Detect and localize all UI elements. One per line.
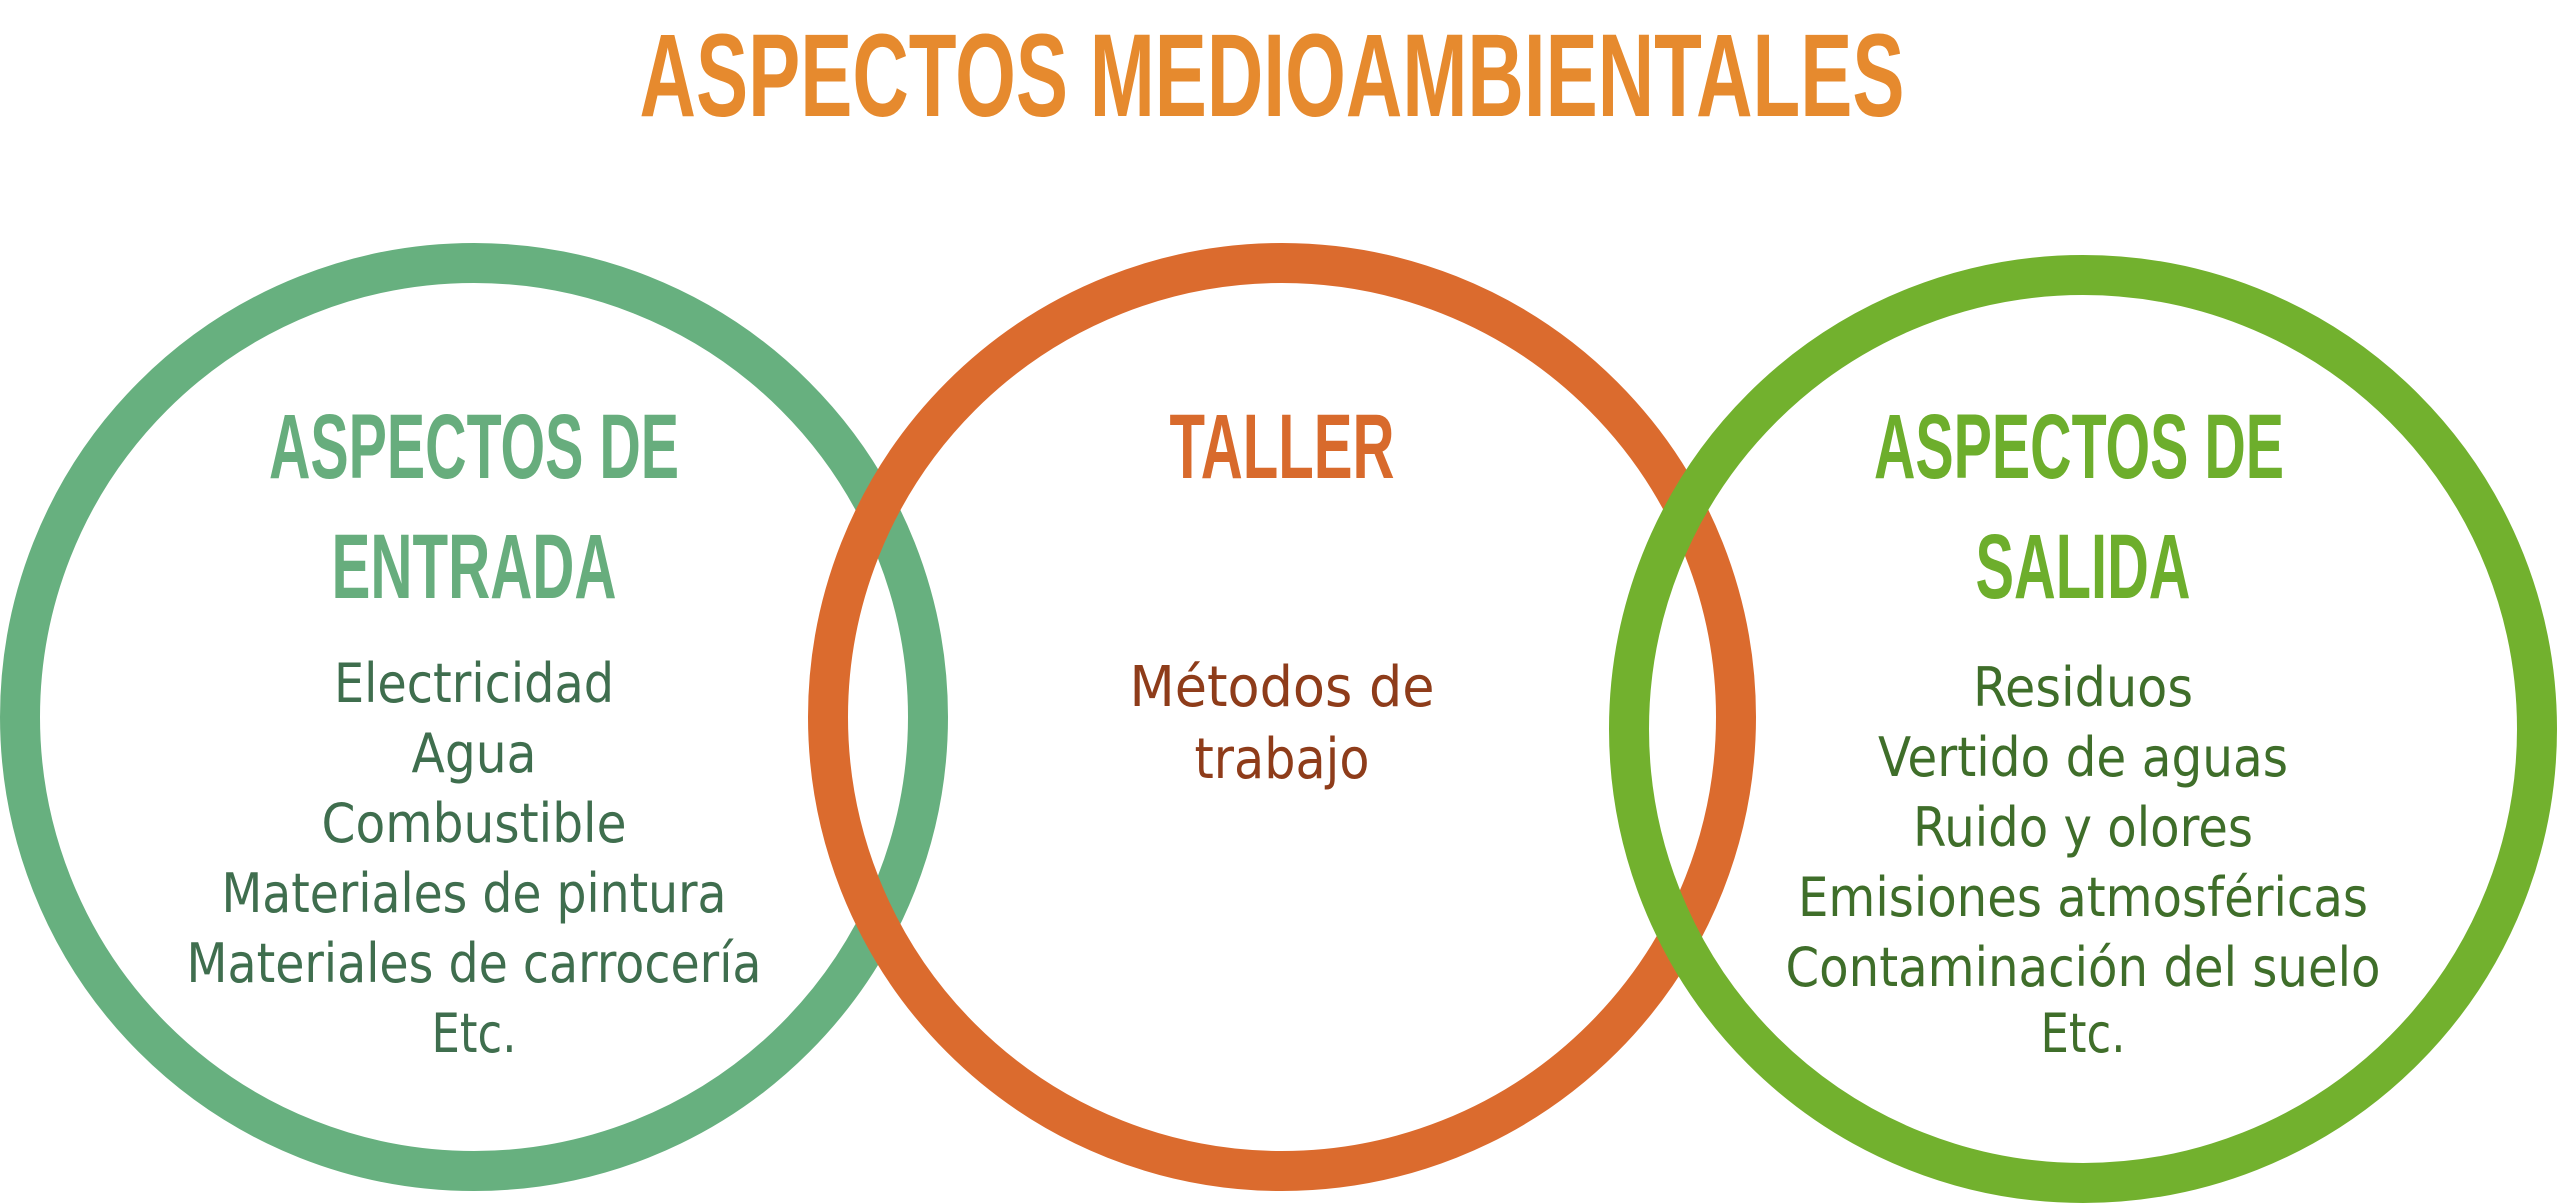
output-aspects-heading-line-2: SALIDA xyxy=(1976,516,2191,618)
workshop-group: TALLER Métodos de trabajo xyxy=(808,243,1756,1191)
output-aspects-ring xyxy=(1609,255,2557,1203)
input-aspect-item-electricity: Electricidad xyxy=(334,652,614,715)
output-aspect-item-water-discharge: Vertido de aguas xyxy=(1878,726,2288,789)
input-aspect-item-etc: Etc. xyxy=(432,1002,517,1065)
output-aspects-heading-line-1: ASPECTOS DE xyxy=(1874,396,2284,498)
output-aspect-item-soil-contamination: Contaminación del suelo xyxy=(1786,936,2381,999)
input-aspects-heading-line-2: ENTRADA xyxy=(332,516,617,618)
input-aspect-item-water: Agua xyxy=(412,722,537,785)
input-aspects-group: ASPECTOS DE ENTRADA Electricidad Agua Co… xyxy=(0,243,948,1191)
workshop-heading: TALLER xyxy=(1170,396,1395,498)
output-aspects-group: ASPECTOS DE SALIDA Residuos Vertido de a… xyxy=(1609,255,2557,1203)
input-aspects-heading-line-1: ASPECTOS DE xyxy=(269,396,679,498)
input-aspect-item-bodywork-materials: Materiales de carrocería xyxy=(187,932,762,995)
output-aspect-item-atmospheric-emissions: Emisiones atmosféricas xyxy=(1798,866,2368,929)
workshop-item-line-1: Métodos de xyxy=(1130,655,1435,720)
output-aspect-item-noise-odors: Ruido y olores xyxy=(1913,796,2253,859)
workshop-item-line-2: trabajo xyxy=(1195,727,1370,792)
input-aspect-item-paint-materials: Materiales de pintura xyxy=(222,862,727,925)
input-aspects-ring xyxy=(0,243,948,1191)
output-aspect-item-waste: Residuos xyxy=(1973,656,2193,719)
diagram-title: ASPECTOS MEDIOAMBIENTALES xyxy=(640,10,1905,142)
output-aspect-item-etc: Etc. xyxy=(2041,1002,2126,1065)
workshop-ring xyxy=(808,243,1756,1191)
input-aspect-item-fuel: Combustible xyxy=(322,792,627,855)
